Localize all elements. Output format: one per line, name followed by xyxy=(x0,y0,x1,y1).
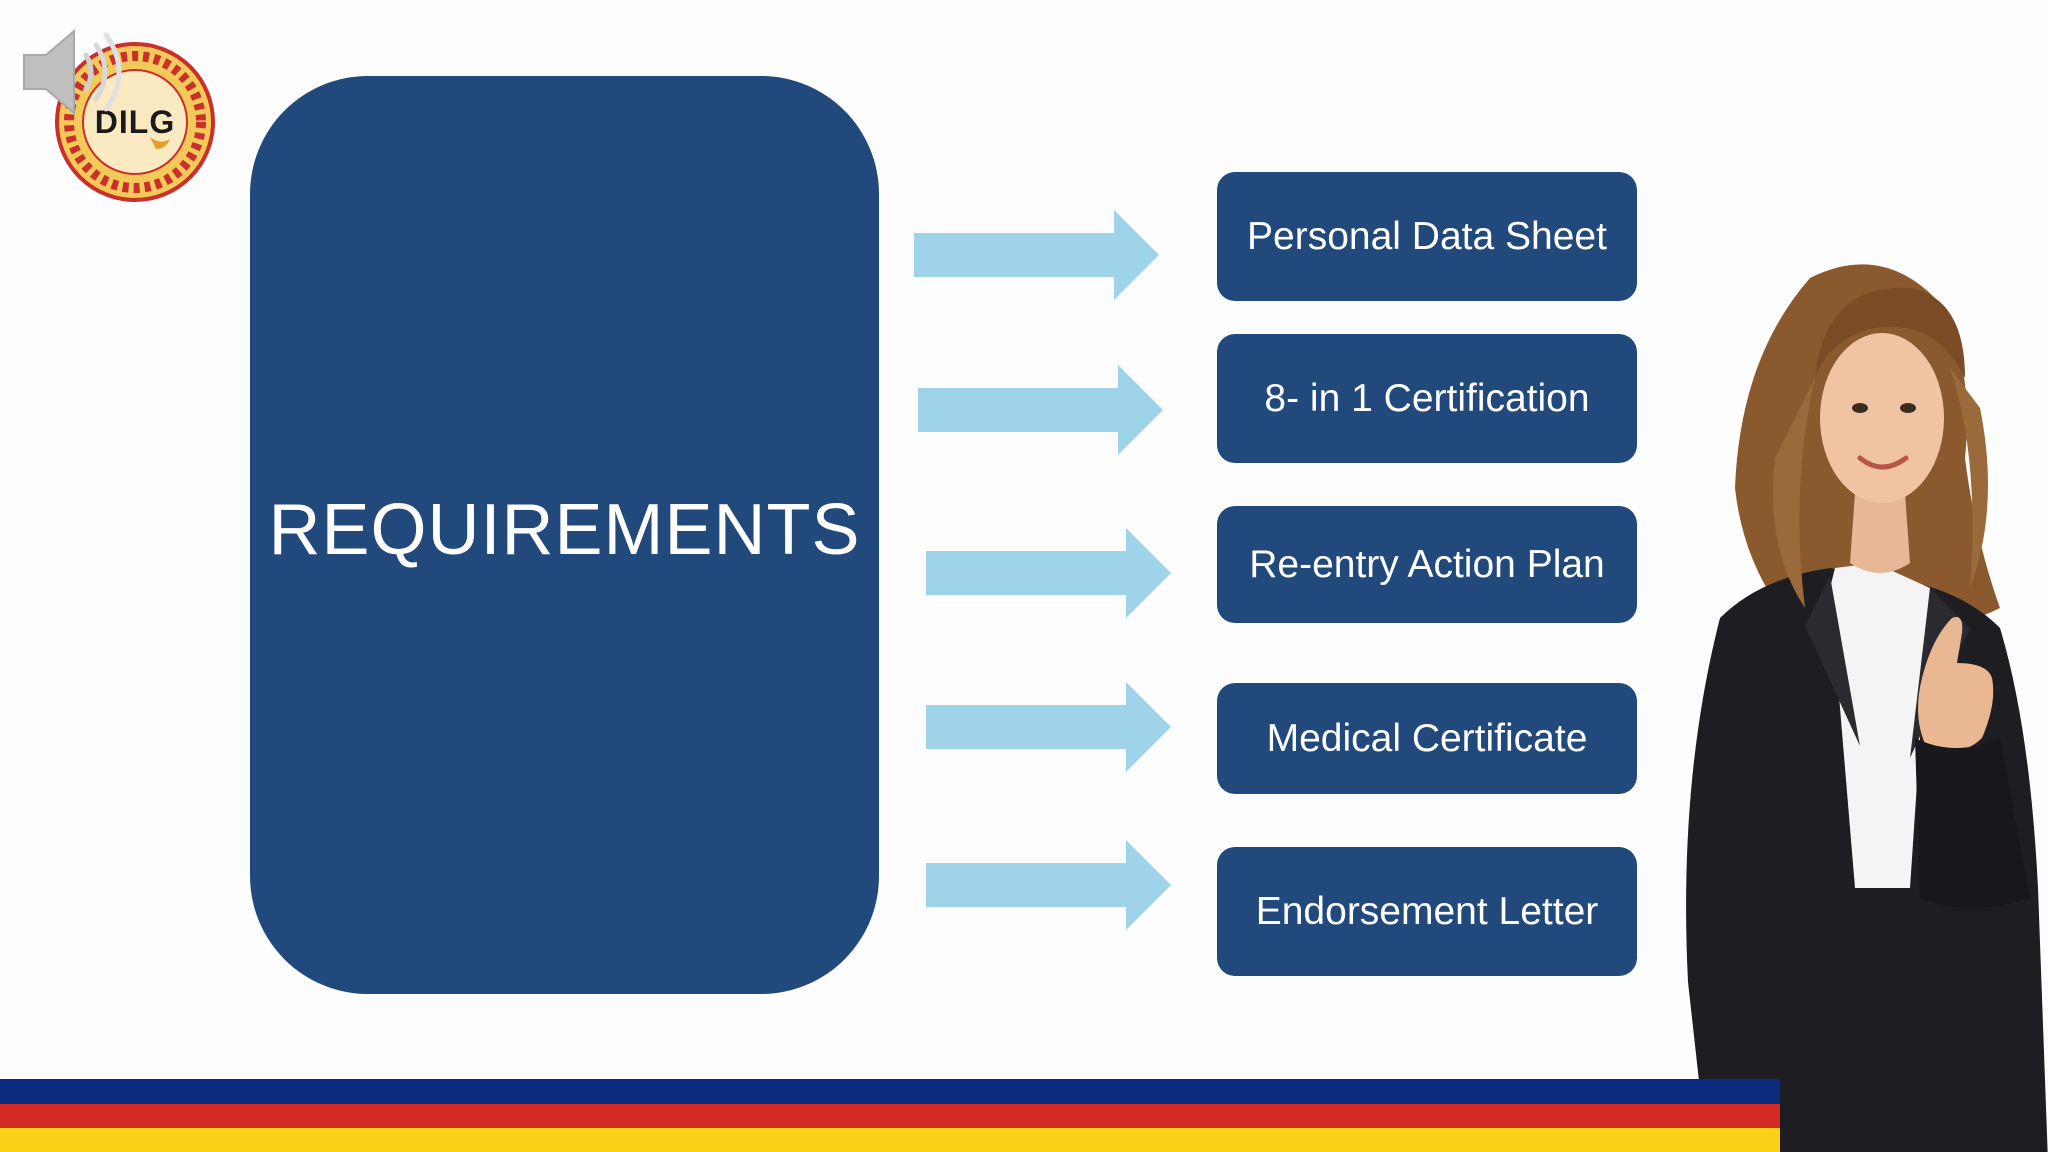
arrow-icon xyxy=(926,840,1171,930)
item-label: 8- in 1 Certification xyxy=(1264,376,1590,420)
stripe-yellow xyxy=(0,1128,1780,1152)
stripe-red xyxy=(0,1104,1780,1128)
item-endorsement-letter: Endorsement Letter xyxy=(1217,847,1637,976)
stripe-blue xyxy=(0,1079,1780,1104)
arrow-icon xyxy=(914,210,1159,300)
requirements-title: REQUIREMENTS xyxy=(268,490,861,570)
dilg-seal-icon xyxy=(55,42,215,202)
item-label: Endorsement Letter xyxy=(1255,889,1599,933)
item-label: Re-entry Action Plan xyxy=(1249,542,1605,586)
requirements-box: REQUIREMENTS xyxy=(250,76,879,994)
arrow-icon xyxy=(926,528,1171,618)
item-label: Personal Data Sheet xyxy=(1247,214,1607,258)
arrow-icon xyxy=(918,365,1163,455)
item-personal-data-sheet: Personal Data Sheet xyxy=(1217,172,1637,301)
arrow-icon xyxy=(926,682,1171,772)
businesswoman-photo xyxy=(1686,264,2048,1152)
item-certification: 8- in 1 Certification xyxy=(1217,334,1637,463)
item-label: Medical Certificate xyxy=(1266,716,1588,760)
speaker-icon[interactable] xyxy=(22,25,132,120)
item-reentry-action-plan: Re-entry Action Plan xyxy=(1217,506,1637,623)
item-medical-certificate: Medical Certificate xyxy=(1217,683,1637,794)
